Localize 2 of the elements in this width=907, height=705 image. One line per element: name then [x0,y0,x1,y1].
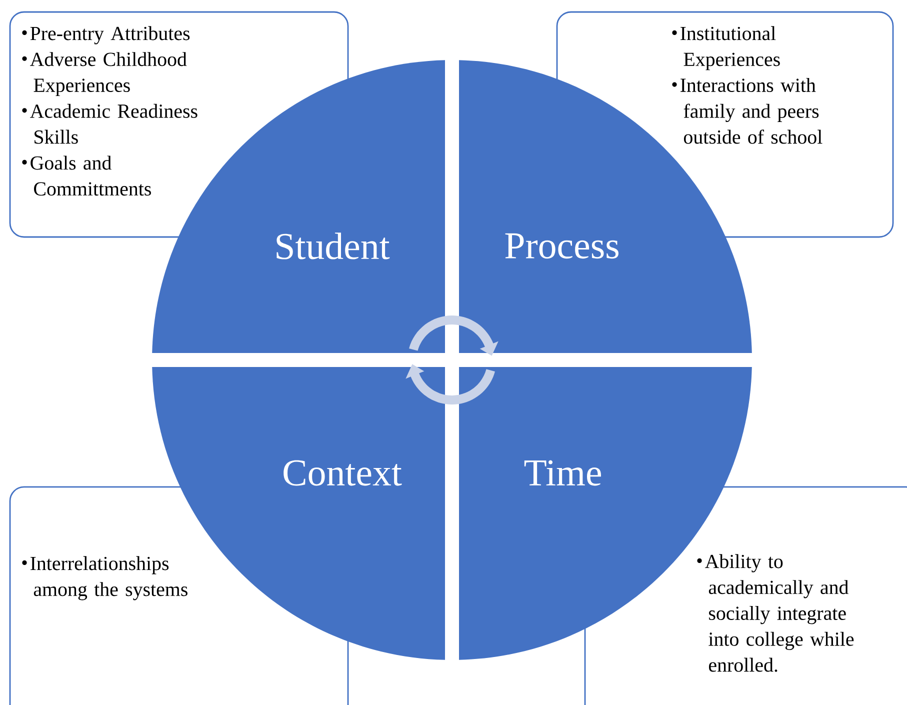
cycle-arrow [409,315,498,356]
cycle-arrow [406,364,495,404]
